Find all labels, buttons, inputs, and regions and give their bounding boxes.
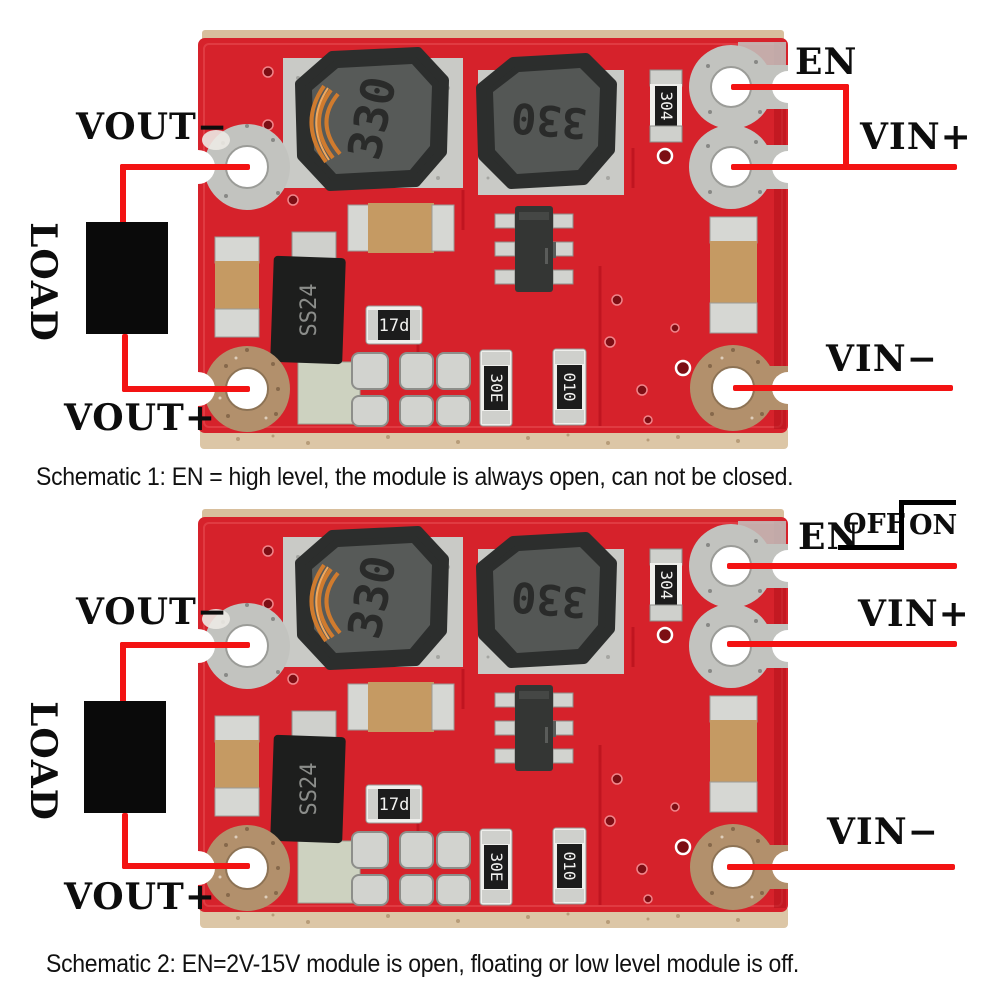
wire-vout-minus: [120, 164, 250, 170]
load-block-2: [84, 701, 166, 813]
wire-en-to-vin: [843, 84, 849, 170]
label-vin-plus: VIN+: [860, 116, 972, 158]
label-vout-minus-2: VOUT−: [76, 591, 229, 633]
wire-vout-plus: [122, 386, 250, 392]
wire-vout-plus-drop: [122, 334, 128, 392]
label-on: ON: [909, 510, 958, 541]
label-vin-minus-2: VIN−: [827, 811, 939, 853]
pcb-photo-2: [178, 507, 798, 932]
label-vout-plus: VOUT+: [64, 397, 217, 439]
wire-en-2: [727, 563, 957, 569]
wire-vout-minus-drop-2: [120, 642, 126, 705]
wire-vout-plus-drop-2: [122, 813, 128, 869]
label-load-2: LOAD: [22, 701, 64, 821]
label-vin-minus: VIN−: [826, 338, 938, 380]
wire-vout-minus-2: [120, 642, 250, 648]
label-off: OFF: [843, 509, 905, 540]
load-block: [86, 222, 168, 334]
label-vout-plus-2: VOUT+: [64, 876, 217, 918]
label-vout-minus: VOUT−: [76, 106, 229, 148]
wire-en: [731, 84, 849, 90]
caption-schematic-2: Schematic 2: EN=2V-15V module is open, f…: [46, 950, 799, 978]
wire-vin-minus: [733, 385, 953, 391]
switch-low-line: [838, 545, 904, 550]
label-vin-plus-2: VIN+: [858, 593, 970, 635]
wire-vout-minus-drop: [120, 164, 126, 226]
wire-vin-plus-2: [727, 641, 957, 647]
caption-schematic-1: Schematic 1: EN = high level, the module…: [36, 463, 794, 491]
switch-high-line: [899, 500, 956, 505]
schematic-1: VOUT− LOAD VOUT+ EN VIN+ VIN− Schematic …: [22, 0, 972, 491]
label-en: EN: [795, 41, 858, 83]
switch-rise-line: [899, 501, 904, 550]
wire-vin-minus-2: [727, 864, 955, 870]
wire-vin-plus: [731, 164, 957, 170]
wire-vout-plus-2: [122, 863, 250, 869]
